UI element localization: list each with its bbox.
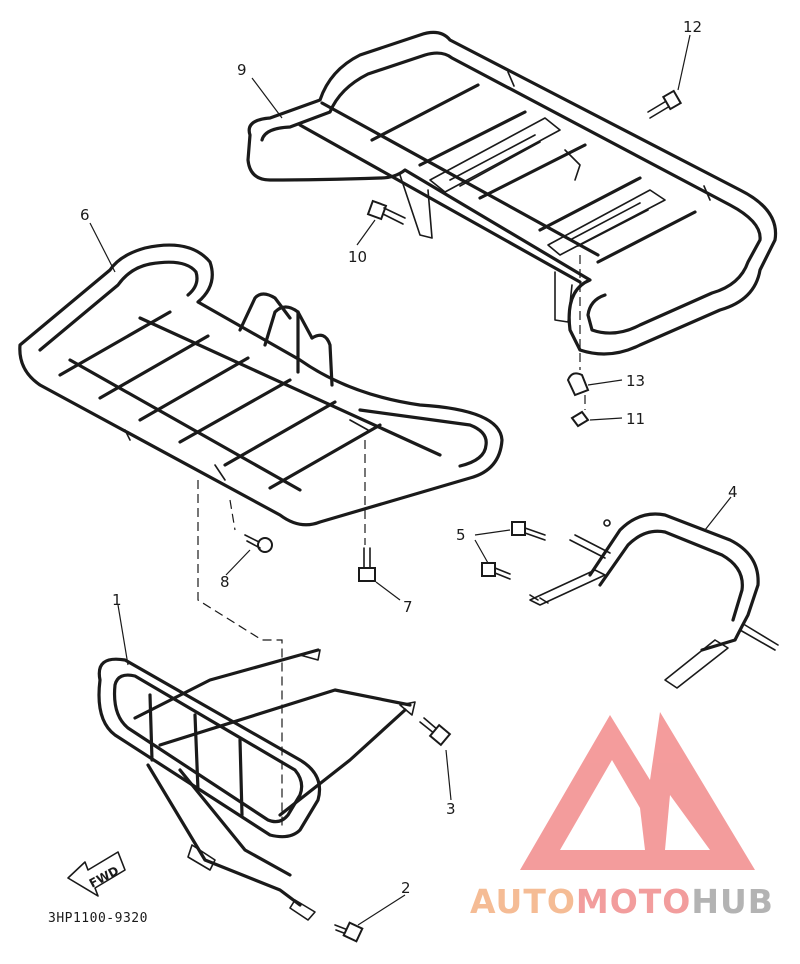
watermark-logo: AUTOMOTOHUB xyxy=(470,712,774,921)
callout-8: 8 xyxy=(220,573,230,591)
front-carrier xyxy=(18,243,504,527)
clip-13 xyxy=(566,372,590,397)
logo-wordmark: AUTOMOTOHUB xyxy=(470,882,774,921)
bolt-8 xyxy=(244,534,273,553)
callout-12: 12 xyxy=(683,18,702,36)
nut-11 xyxy=(570,410,590,428)
callout-10: 10 xyxy=(348,248,367,266)
callout-1: 1 xyxy=(112,591,122,609)
bolts-5 xyxy=(481,521,546,580)
bolt-10 xyxy=(366,199,406,225)
callout-6: 6 xyxy=(80,206,90,224)
bolt-3 xyxy=(419,717,452,747)
diagram-code: 3HP1100-9320 xyxy=(48,911,148,926)
leader-lines xyxy=(89,34,732,926)
logo-word-auto: AUTO xyxy=(470,882,576,921)
bolt-7 xyxy=(358,547,376,582)
callout-3: 3 xyxy=(446,800,456,818)
callout-4: 4 xyxy=(728,483,738,501)
fwd-arrow: FWD xyxy=(67,851,126,897)
callout-labels: 1 2 3 4 5 6 7 8 9 10 11 12 13 xyxy=(80,18,738,897)
callout-7: 7 xyxy=(403,598,413,616)
logo-word-moto: MOTO xyxy=(576,882,691,921)
bolt-12 xyxy=(647,89,683,119)
callout-13: 13 xyxy=(626,372,645,390)
callout-9: 9 xyxy=(237,61,247,79)
alignment-lines xyxy=(197,255,586,830)
front-guard xyxy=(97,648,416,921)
rear-bracket xyxy=(529,512,779,689)
bolt-2 xyxy=(334,921,364,943)
rear-carrier xyxy=(246,30,778,356)
callout-2: 2 xyxy=(401,879,411,897)
callout-11: 11 xyxy=(626,410,645,428)
logo-triangle xyxy=(520,712,755,870)
callout-5: 5 xyxy=(456,526,466,544)
logo-word-hub: HUB xyxy=(691,882,774,921)
